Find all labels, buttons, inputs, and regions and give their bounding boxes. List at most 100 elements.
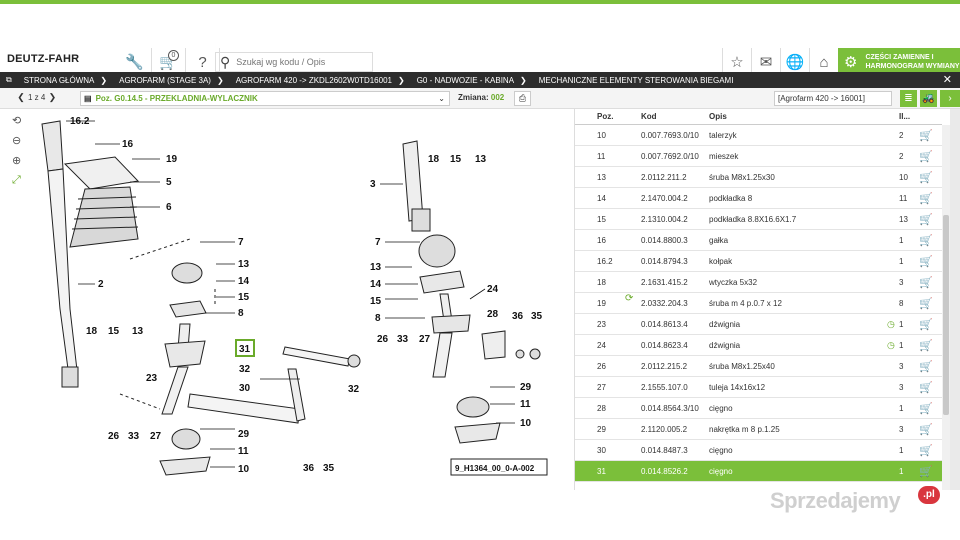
diagram-label[interactable]: 27 xyxy=(150,431,162,442)
add-to-cart-icon[interactable]: 🛒 xyxy=(919,465,933,478)
print-icon[interactable]: ⎙ xyxy=(514,91,531,106)
position-select[interactable]: ▤ Poz. G0.14.5 - PRZEKLADNIA-WYLACZNIK ⌄ xyxy=(80,91,450,106)
star-icon[interactable]: ☆ xyxy=(722,48,751,76)
diagram-label[interactable]: 36 xyxy=(512,311,524,322)
diagram-label[interactable]: 33 xyxy=(128,431,140,442)
diagram-label[interactable]: 13 xyxy=(475,154,487,165)
add-to-cart-icon[interactable]: 🛒 xyxy=(919,423,933,436)
diagram-label[interactable]: 5 xyxy=(166,177,172,188)
breadcrumb-item[interactable]: G0 - NADWOZIE - KABINA❯ xyxy=(416,75,527,85)
col-kod[interactable]: Kod xyxy=(641,112,657,121)
diagram-label[interactable]: 2 xyxy=(98,279,104,290)
globe-icon[interactable]: 🌐 xyxy=(780,48,809,76)
diagram-label[interactable]: 23 xyxy=(146,373,158,384)
tag-icon[interactable]: ⌂ xyxy=(809,48,838,76)
add-to-cart-icon[interactable]: 🛒 xyxy=(919,339,933,352)
col-poz[interactable]: Poz. xyxy=(597,112,614,121)
search-input[interactable] xyxy=(236,57,357,67)
diagram-label[interactable]: 13 xyxy=(370,262,382,273)
next-page-icon[interactable]: ❯ xyxy=(48,92,57,102)
diagram-label[interactable]: 30 xyxy=(239,383,251,394)
diagram-label[interactable]: 16.2 xyxy=(70,116,90,127)
add-to-cart-icon[interactable]: 🛒 xyxy=(919,444,933,457)
diagram-label[interactable]: 32 xyxy=(239,364,251,375)
table-scrollbar[interactable] xyxy=(942,125,950,490)
add-to-cart-icon[interactable]: 🛒 xyxy=(919,381,933,394)
add-to-cart-icon[interactable]: 🛒 xyxy=(919,150,933,163)
diagram-label[interactable]: 35 xyxy=(531,311,543,322)
spare-parts-button[interactable]: ⚙ CZĘŚCI ZAMIENNE I HARMONOGRAM WYMIANY xyxy=(838,48,960,76)
add-to-cart-icon[interactable]: 🛒 xyxy=(919,276,933,289)
col-opis[interactable]: Opis xyxy=(709,112,727,121)
diagram-label[interactable]: 28 xyxy=(487,309,499,320)
diagram-label[interactable]: 18 xyxy=(86,326,98,337)
diagram-label[interactable]: 15 xyxy=(370,296,382,307)
message-icon[interactable]: ✉ xyxy=(751,48,780,76)
col-il[interactable]: Il... xyxy=(899,112,911,121)
diagram-label[interactable]: 13 xyxy=(238,259,250,270)
close-icon[interactable]: ✕ xyxy=(942,74,952,86)
zoom-out-icon[interactable]: ⊖ xyxy=(12,135,22,147)
side-arrow-icon[interactable]: › xyxy=(940,90,960,107)
diagram-label[interactable]: 7 xyxy=(375,237,381,248)
search-icon[interactable]: ⚲ xyxy=(220,53,231,70)
diagram-label[interactable]: 6 xyxy=(166,202,172,213)
diagram-label[interactable]: 14 xyxy=(238,276,250,287)
diagram-label[interactable]: 11 xyxy=(520,399,531,410)
breadcrumb-item[interactable]: MECHANICZNE ELEMENTY STEROWANIA BIEGAMI xyxy=(538,75,734,85)
add-to-cart-icon[interactable]: 🛒 xyxy=(919,129,933,142)
list-icon[interactable]: ≣ xyxy=(900,90,917,107)
add-to-cart-icon[interactable]: 🛒 xyxy=(919,213,933,226)
add-to-cart-icon[interactable]: 🛒 xyxy=(919,255,933,268)
diagram-label[interactable]: 18 xyxy=(428,154,440,165)
rotate-icon[interactable]: ⟲ xyxy=(12,115,22,127)
parts-diagram[interactable]: 16.2 16 19 5 6 2 7 13 14 15 8 18 15 13 2… xyxy=(0,109,572,490)
diagram-label[interactable]: 13 xyxy=(132,326,144,337)
diagram-label[interactable]: 29 xyxy=(238,429,250,440)
diagram-label-highlighted[interactable]: 31 xyxy=(239,344,251,355)
fullscreen-icon[interactable]: ⤢ xyxy=(12,174,21,186)
diagram-label[interactable]: 33 xyxy=(397,334,409,345)
diagram-label[interactable]: 14 xyxy=(370,279,382,290)
diagram-label[interactable]: 24 xyxy=(487,284,499,295)
breadcrumb-item[interactable]: AGROFARM 420 -> ZKDL2602W0TD16001❯ xyxy=(235,75,405,85)
help-icon[interactable]: ? xyxy=(186,48,220,76)
add-to-cart-icon[interactable]: 🛒 xyxy=(919,192,933,205)
add-to-cart-icon[interactable]: 🛒 xyxy=(919,318,933,331)
prev-page-icon[interactable]: ❮ xyxy=(17,92,25,102)
add-to-cart-icon[interactable]: 🛒 xyxy=(919,360,933,373)
diagram-label[interactable]: 11 xyxy=(238,446,249,457)
add-to-cart-icon[interactable]: 🛒 xyxy=(919,234,933,247)
diagram-label[interactable]: 8 xyxy=(375,313,381,324)
breadcrumb-copy-icon[interactable]: ⧉ xyxy=(6,75,12,84)
diagram-label[interactable]: 10 xyxy=(238,464,250,475)
diagram-label[interactable]: 19 xyxy=(166,154,178,165)
diagram-label[interactable]: 35 xyxy=(323,463,335,474)
add-to-cart-icon[interactable]: 🛒 xyxy=(919,171,933,184)
add-to-cart-icon[interactable]: 🛒 xyxy=(919,297,933,310)
breadcrumb-item[interactable]: AGROFARM (STAGE 3A)❯ xyxy=(119,75,224,85)
tractor-icon[interactable]: 🚜 xyxy=(920,90,937,107)
scroll-thumb[interactable] xyxy=(943,215,949,415)
diagram-label[interactable]: 3 xyxy=(370,179,376,190)
diagram-label[interactable]: 8 xyxy=(238,308,244,319)
diagram-label[interactable]: 10 xyxy=(520,418,532,429)
diagram-label[interactable]: 16 xyxy=(122,139,134,150)
zoom-in-icon[interactable]: ⊕ xyxy=(12,155,22,167)
